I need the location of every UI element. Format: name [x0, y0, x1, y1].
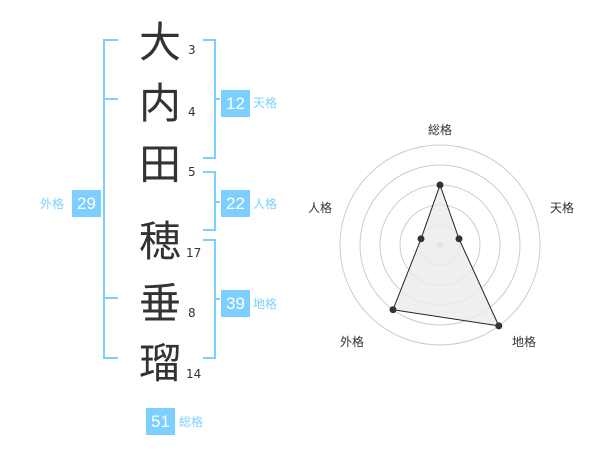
radar-point-soukaku: [436, 181, 444, 189]
stroke-count-2: 4: [188, 105, 196, 119]
chikaku-value-badge: 39: [221, 290, 250, 317]
radar-label-soukaku: 総格: [428, 123, 453, 137]
radar-area: [392, 183, 500, 327]
radar-point-jinkaku: [417, 235, 425, 243]
soukaku-value-badge: 51: [146, 408, 175, 435]
radar-grid-ring: [359, 164, 521, 326]
radar-point-tenkaku: [455, 235, 463, 243]
name-char-4: 穂: [138, 217, 181, 266]
chikaku-bracket: [203, 239, 216, 359]
stroke-count-3: 5: [188, 165, 196, 179]
radar-point-chikaku: [495, 322, 503, 330]
soukaku-label: 総格: [179, 415, 204, 429]
gaikaku-label: 外格: [40, 197, 65, 211]
radar-chart: [339, 144, 541, 346]
radar-label-jinkaku: 人格: [308, 201, 333, 215]
chikaku-label: 地格: [253, 297, 278, 311]
bracket-lines: [103, 39, 220, 359]
name-char-3: 田: [138, 140, 181, 189]
tenkaku-value-badge: 12: [221, 90, 250, 117]
jinkaku-bracket: [203, 171, 216, 231]
radar-label-chikaku: 地格: [512, 335, 537, 349]
jinkaku-label: 人格: [253, 197, 278, 211]
radar-grid-ring: [339, 144, 541, 346]
stroke-count-6: 14: [186, 367, 202, 381]
stroke-count-1: 3: [188, 43, 196, 57]
radar-label-tenkaku: 天格: [550, 201, 575, 215]
stroke-count-5: 8: [188, 306, 196, 320]
stroke-count-4: 17: [186, 246, 202, 260]
gaikaku-bracket: [103, 39, 118, 359]
tenkaku-label: 天格: [253, 96, 278, 110]
name-char-6: 瑠: [138, 339, 181, 388]
name-char-5: 垂: [138, 279, 181, 328]
jinkaku-value-badge: 22: [221, 190, 250, 217]
name-char-2: 内: [138, 79, 181, 128]
name-char-1: 大: [138, 18, 181, 67]
radar-point-gaikaku: [389, 306, 397, 314]
tenkaku-bracket: [203, 39, 216, 159]
radar-label-gaikaku: 外格: [340, 335, 365, 349]
gaikaku-value-badge: 29: [72, 190, 101, 217]
